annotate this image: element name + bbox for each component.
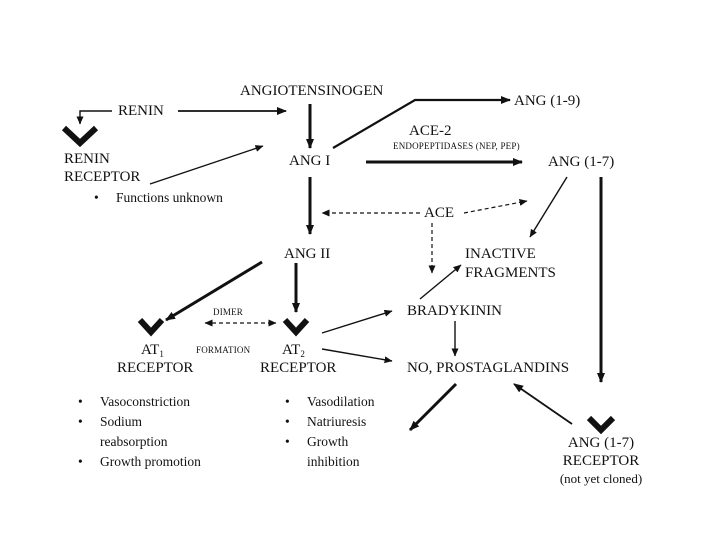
arrow-ang17-to-inactive: [529, 176, 568, 238]
node-renin-receptor-line2: RECEPTOR: [64, 169, 141, 185]
node-inactive-fragments-line2: FRAGMENTS: [465, 265, 556, 281]
renin-receptor-effects: Functions unknown: [92, 188, 223, 208]
at2-effect-item: Natriuresis: [283, 412, 375, 432]
at2-subscript: 2: [300, 349, 305, 359]
node-ang-1-7-receptor-line2: RECEPTOR: [562, 453, 640, 469]
at2-effect-text-continued: inhibition: [307, 454, 360, 469]
label-endopeptidases: ENDOPEPTIDASES (NEP, PEP): [393, 141, 520, 151]
node-no-prostaglandins: NO, PROSTAGLANDINS: [407, 360, 570, 376]
node-ang-1-7: ANG (1-7): [548, 154, 615, 170]
at1-receptor-chevron: [137, 317, 165, 337]
arrow-at2-to-no: [321, 348, 393, 364]
arrow-no-to-effects: [408, 382, 458, 432]
node-inactive-fragments-line1: INACTIVE: [465, 246, 536, 262]
renin-receptor-effect-item: Functions unknown: [92, 188, 223, 208]
at1-effect-text: Sodium: [100, 414, 143, 429]
arrow-receptor-to-ang1: [149, 145, 264, 185]
at1-subscript: 1: [159, 349, 164, 359]
arrow-ace-to-ang17: [463, 198, 528, 214]
label-ace2: ACE-2: [409, 123, 452, 139]
node-at2-receptor: RECEPTOR: [260, 360, 337, 376]
at1-main: AT: [141, 342, 160, 358]
arrow-ang17-receptor-to-no: [513, 383, 573, 425]
arrow-renin-to-receptor: [76, 110, 112, 125]
node-at1-receptor: RECEPTOR: [117, 360, 194, 376]
at2-effect-text: Growth: [307, 434, 349, 449]
at1-effect-item: Sodium reabsorption: [76, 412, 201, 452]
node-ang-1-7-receptor-line1: ANG (1-7): [567, 435, 635, 451]
at1-effect-item: Vasoconstriction: [76, 392, 201, 412]
at2-receptor-chevron: [282, 317, 310, 337]
node-at2: AT2: [282, 343, 305, 359]
at2-effect-item: Vasodilation: [283, 392, 375, 412]
node-ang-1-7-receptor-note: (not yet cloned): [559, 471, 643, 486]
node-at1: AT1: [141, 343, 164, 359]
at2-effect-item: Growth inhibition: [283, 432, 375, 472]
at2-effects-list: Vasodilation Natriuresis Growth inhibitio…: [283, 392, 375, 472]
node-renin: RENIN: [118, 103, 164, 119]
at1-effect-item: Growth promotion: [76, 452, 201, 472]
label-dimer: DIMER: [213, 307, 243, 317]
at2-main: AT: [282, 342, 301, 358]
node-bradykinin: BRADYKININ: [407, 303, 502, 319]
ang17-receptor-chevron: [586, 415, 616, 435]
arrow-at2-to-bradykinin: [321, 309, 393, 334]
renin-receptor-chevron: [61, 125, 99, 148]
at1-effects-list: Vasoconstriction Sodium reabsorption Grow…: [76, 392, 201, 472]
arrow-bradykinin-to-inactive: [419, 264, 462, 300]
label-ace: ACE: [424, 205, 454, 221]
node-ang-1-9: ANG (1-9): [514, 93, 581, 109]
arrow-ang2-to-at1: [165, 260, 263, 322]
label-formation: FORMATION: [196, 345, 251, 355]
arrow-ang1-to-ang19: [332, 96, 511, 149]
node-angiotensinogen: ANGIOTENSINOGEN: [240, 83, 384, 99]
node-ang-1: ANG I: [289, 153, 331, 169]
at1-effect-text-continued: reabsorption: [100, 434, 168, 449]
node-renin-receptor-line1: RENIN: [64, 151, 110, 167]
node-ang-2: ANG II: [284, 246, 331, 262]
